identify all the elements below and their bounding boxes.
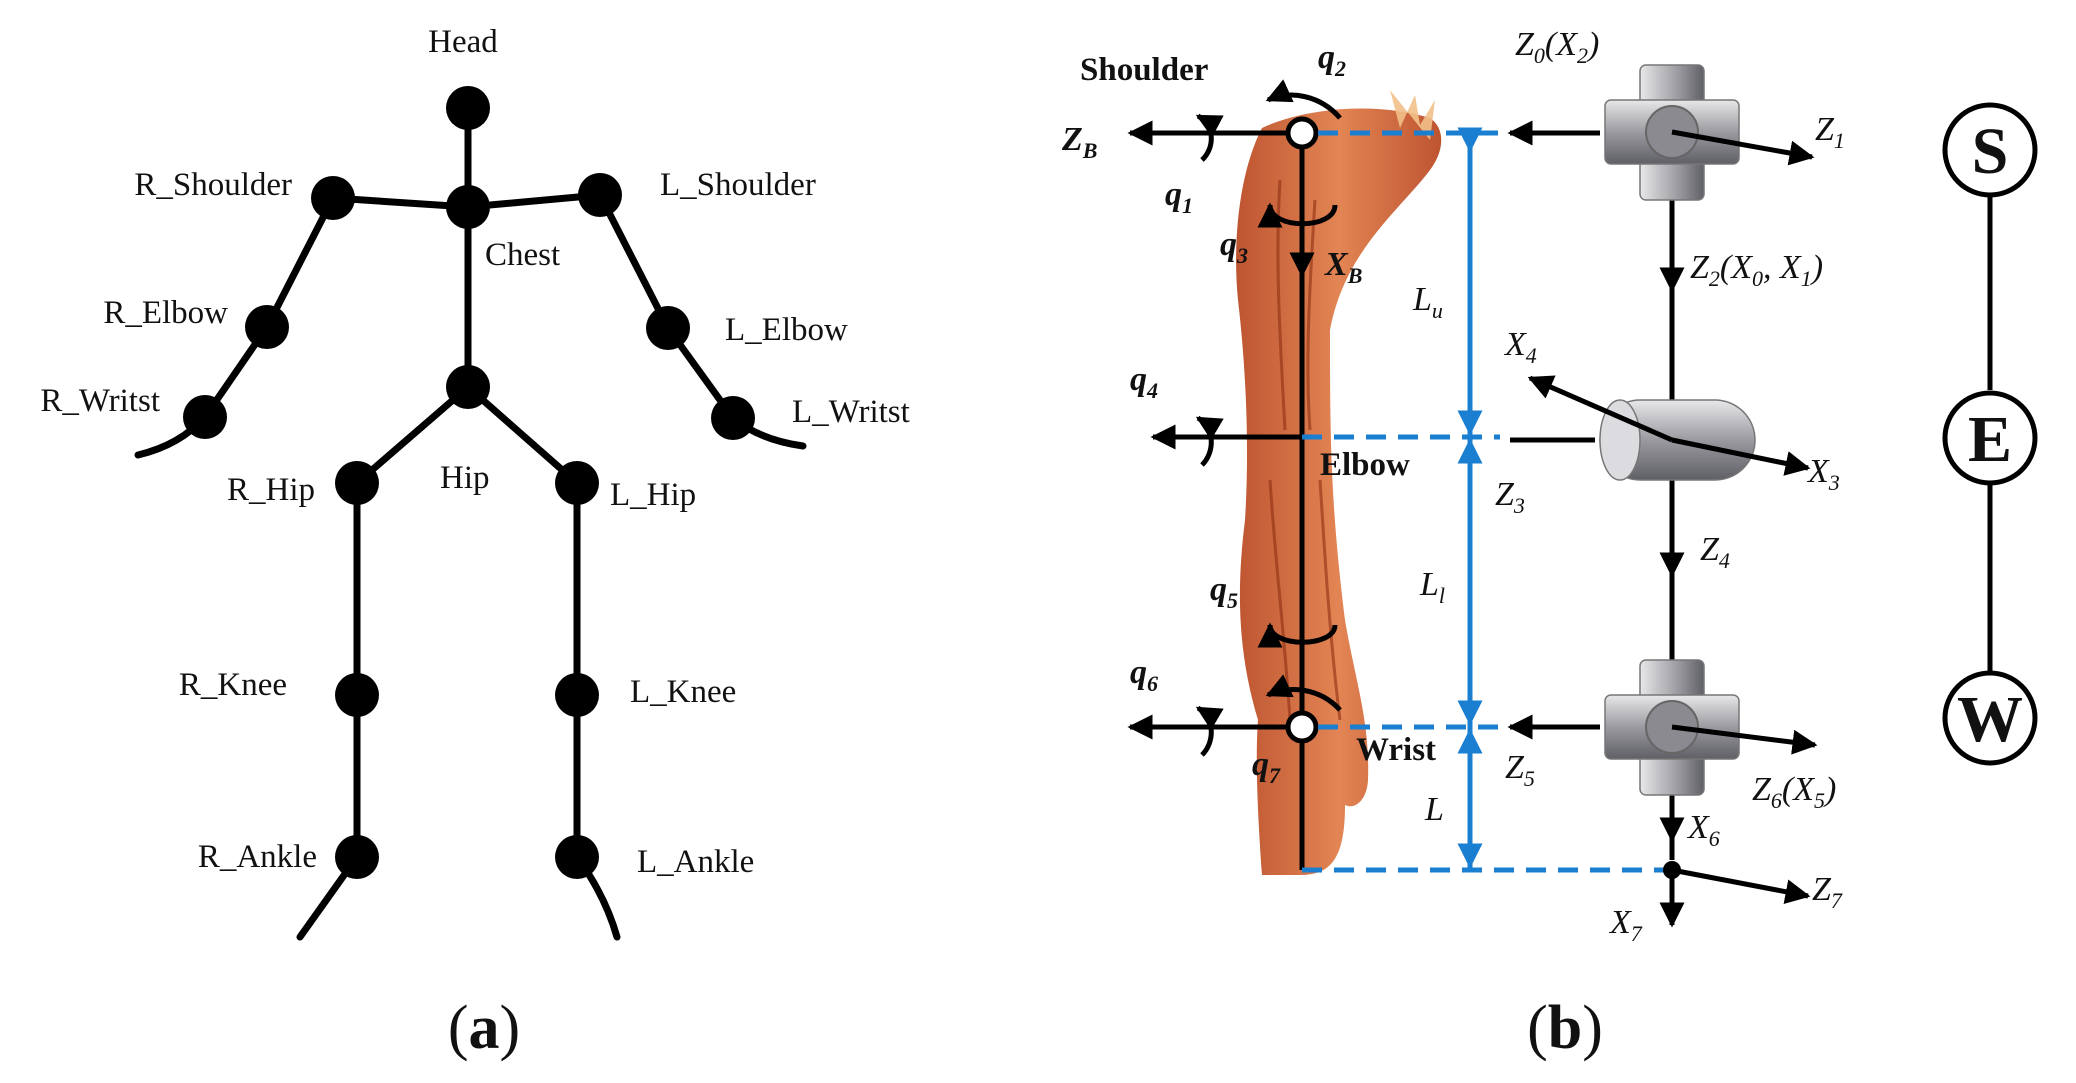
- label-z7: Z7: [1812, 871, 1843, 913]
- label-r-shoulder: R_Shoulder: [134, 167, 292, 203]
- label-hip: Hip: [440, 460, 490, 496]
- joint-l-elbow: [646, 306, 690, 350]
- chain-node-s: [1942, 102, 2038, 198]
- label-l-elbow: L_Elbow: [725, 312, 848, 348]
- label-q2: q2: [1318, 39, 1346, 81]
- label-q7: q7: [1252, 746, 1281, 788]
- q1-rotation-arrow: [1195, 113, 1224, 162]
- joint-r-elbow: [245, 305, 289, 349]
- q3-rotation-arrow: [1257, 202, 1338, 228]
- skeleton-labels: Head Chest Hip R_Shoulder L_Shoulder R_E…: [40, 24, 910, 880]
- z1-axis: [1671, 129, 1815, 166]
- label-ll: Ll: [1419, 566, 1445, 608]
- label-z4: Z4: [1700, 531, 1730, 573]
- joint-head: [446, 86, 490, 130]
- label-q5: q5: [1210, 571, 1238, 613]
- label-zb: ZB: [1061, 121, 1097, 163]
- label-wrist: Wrist: [1356, 732, 1436, 768]
- joint-r-shoulder: [311, 176, 355, 220]
- joint-r-hip: [335, 461, 379, 505]
- label-xb: XB: [1324, 246, 1362, 288]
- label-lu: Lu: [1412, 281, 1443, 323]
- z7-axis: [1671, 867, 1811, 905]
- label-z2: Z2(X0, X1): [1690, 249, 1823, 291]
- label-elbow: Elbow: [1320, 447, 1410, 483]
- chain-node-e: [1942, 390, 2038, 486]
- label-z5: Z5: [1505, 749, 1535, 791]
- shoulder-joint-ring: [1285, 116, 1319, 150]
- label-q3: q3: [1220, 226, 1248, 268]
- label-l-hip: L_Hip: [610, 477, 696, 513]
- label-r-wrist: R_Writst: [40, 383, 160, 419]
- x4-axis: [1527, 375, 1674, 443]
- label-l-ankle: L_Ankle: [637, 844, 754, 880]
- panel-b-caption: (b): [1527, 994, 1603, 1062]
- chain-label-e: E: [1968, 403, 2012, 476]
- label-head: Head: [428, 24, 498, 60]
- dimension-lines: [1302, 127, 1670, 873]
- q7-rotation-arrow: [1265, 674, 1342, 712]
- q6-rotation-arrow: [1195, 705, 1224, 757]
- label-chest: Chest: [485, 237, 560, 273]
- label-shoulder: Shoulder: [1080, 52, 1208, 88]
- label-q4: q4: [1130, 361, 1158, 403]
- label-l-wrist: L_Writst: [792, 394, 910, 430]
- z6-axis: [1671, 724, 1818, 755]
- label-l-shoulder: L_Shoulder: [660, 167, 816, 203]
- label-r-elbow: R_Elbow: [103, 295, 228, 331]
- label-x6: X6: [1686, 809, 1720, 851]
- chain-label-s: S: [1972, 115, 2009, 188]
- label-q6: q6: [1130, 654, 1158, 696]
- joint-r-knee: [335, 673, 379, 717]
- end-effector-point: [1663, 861, 1681, 879]
- joint-chest: [446, 185, 490, 229]
- q2-rotation-arrow: [1265, 79, 1342, 120]
- label-x4: X4: [1503, 326, 1537, 368]
- joint-l-knee: [555, 673, 599, 717]
- skeleton-joints: [183, 86, 755, 879]
- joint-l-wrist: [711, 396, 755, 440]
- panel-a-skeleton: Head Chest Hip R_Shoulder L_Shoulder R_E…: [40, 24, 910, 1062]
- label-l-knee: L_Knee: [630, 674, 736, 710]
- joint-hip: [446, 365, 490, 409]
- joint-r-ankle: [335, 835, 379, 879]
- label-x3: X3: [1806, 453, 1840, 495]
- chain-label-w: W: [1957, 683, 2023, 756]
- skeleton-bones: [134, 104, 807, 941]
- label-z0: Z0(X2): [1515, 26, 1599, 68]
- chain-node-w: [1942, 670, 2038, 766]
- label-r-hip: R_Hip: [227, 472, 315, 508]
- label-z1: Z1: [1815, 111, 1845, 153]
- panel-a-caption: (a): [448, 994, 520, 1062]
- joint-l-ankle: [555, 835, 599, 879]
- x3-axis: [1671, 437, 1811, 476]
- joint-l-shoulder: [578, 173, 622, 217]
- label-z6: Z6(X5): [1752, 771, 1836, 813]
- label-l: L: [1424, 791, 1444, 828]
- label-r-ankle: R_Ankle: [198, 839, 317, 875]
- label-z3: Z3: [1495, 476, 1525, 518]
- robot-chain: [1507, 64, 1818, 928]
- label-q1: q1: [1165, 176, 1193, 218]
- joint-r-wrist: [183, 395, 227, 439]
- label-x7: X7: [1608, 904, 1643, 946]
- joint-l-hip: [555, 461, 599, 505]
- wrist-joint-ring: [1285, 710, 1319, 744]
- q5-rotation-arrow: [1257, 622, 1338, 648]
- sew-chain: S E W: [1942, 102, 2038, 766]
- panel-b-arm-model: S E W Shoulder Elbow Wrist ZB XB q1 q2 q…: [1061, 26, 2038, 1062]
- label-r-knee: R_Knee: [179, 667, 287, 703]
- q4-rotation-arrow: [1195, 415, 1224, 467]
